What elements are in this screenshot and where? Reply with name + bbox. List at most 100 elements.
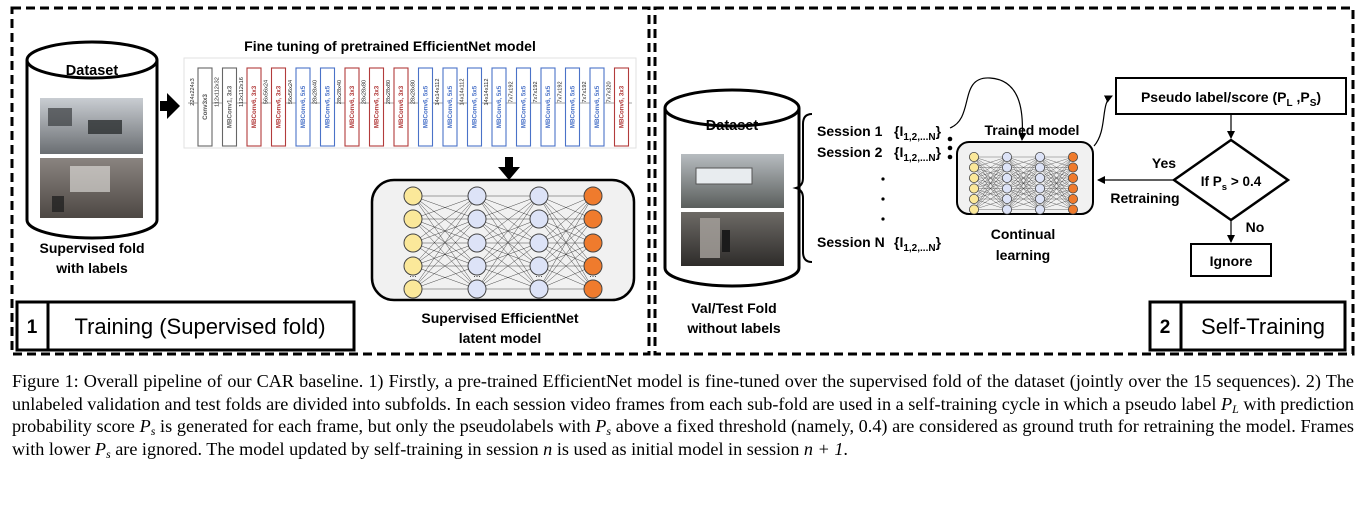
arrow-model-to-pseudo-label-icon xyxy=(1093,95,1113,147)
net-block-box xyxy=(589,67,605,147)
latent-network-node xyxy=(403,233,423,253)
net-block-dims: 28x28x80 xyxy=(362,80,368,104)
latent-network-node xyxy=(529,233,549,253)
caption-pl: PL xyxy=(1221,394,1239,416)
latent-network-edge xyxy=(538,195,594,290)
net-block-name: MBConv6, 5x5 xyxy=(300,85,307,128)
self-training-panel-border xyxy=(653,6,1355,356)
svg-text:{I1,2,...N}: {I1,2,...N} xyxy=(894,234,942,254)
network-edge xyxy=(1039,198,1074,210)
net-block-box xyxy=(564,67,581,147)
network-edge xyxy=(1039,167,1074,210)
network-node xyxy=(1002,172,1013,183)
latent-network-edge xyxy=(538,195,594,244)
caption-part-4: above a fixed threshold (namely, 0.4) ar… xyxy=(12,416,1355,459)
self-training-panel-title: Self-Training xyxy=(1201,314,1325,339)
self-training-dataset-label: Dataset xyxy=(706,118,759,134)
network-node xyxy=(969,172,980,183)
supervised-fold-label-line1: Supervised fold xyxy=(39,240,144,256)
condition-pre: If P xyxy=(1201,174,1222,189)
caption-n-var: n xyxy=(543,438,553,459)
ignore-label: Ignore xyxy=(1210,253,1253,269)
self-training-panel-label: 2 Self-Training xyxy=(1148,300,1347,352)
caption-part-7: . xyxy=(843,438,848,459)
net-block-name: MBConv6, 3x3 xyxy=(251,85,258,128)
latent-network-edge xyxy=(476,218,540,290)
training-dataset-cylinder: Dataset xyxy=(25,40,159,240)
caption-ps-sub-2: s xyxy=(606,424,612,439)
condition-post: > 0.4 xyxy=(1227,174,1262,189)
svg-text:Session N: Session N xyxy=(817,234,885,250)
net-block-name: MBConv6, 5x5 xyxy=(423,85,430,128)
arrow-dataset-to-network-icon xyxy=(160,93,180,119)
caption-ps-sub-3: s xyxy=(105,446,111,461)
session-2-label: Session 2 xyxy=(817,144,883,160)
session-1-label: Session 1 xyxy=(817,123,883,139)
network-node xyxy=(969,193,980,204)
caption-ps-3: Ps xyxy=(95,439,111,461)
supervised-latent-model: ............ xyxy=(370,178,636,302)
session-1-set-close: } xyxy=(936,123,942,139)
latent-network-node xyxy=(529,209,549,229)
latent-network-edge xyxy=(476,242,540,290)
net-block-dims: 28x28x40 xyxy=(337,80,343,104)
continual-model xyxy=(956,141,1094,215)
network-node xyxy=(1035,151,1046,162)
net-block-box xyxy=(246,67,262,147)
session-ellipsis-vertical-icon xyxy=(881,177,885,221)
caption-ps-base-1: P xyxy=(139,416,151,437)
network-node xyxy=(969,183,980,194)
network-node xyxy=(1002,151,1013,162)
network-node xyxy=(1035,162,1046,173)
network-edge xyxy=(973,198,1008,210)
caption-part-3: is generated for each frame, but only th… xyxy=(155,416,596,437)
network-edge xyxy=(973,156,1008,168)
network-node xyxy=(1002,162,1013,173)
net-block-dims: 56x56x24 xyxy=(264,80,270,104)
latent-network-edge xyxy=(412,265,478,290)
net-block-8: 28x28x80 MBConv6, 3x3 xyxy=(362,67,385,147)
net-block-name: MBConv6, 3x3 xyxy=(276,85,283,128)
caption-pl-sub: L xyxy=(1232,401,1239,416)
net-block-dims: 28x28x80 xyxy=(386,80,392,104)
session-1-set-open: {I xyxy=(894,123,903,139)
latent-network-node xyxy=(467,256,487,276)
session-n: Session N {I1,2,...N} xyxy=(817,234,942,254)
latent-network-node xyxy=(467,186,487,206)
latent-network-edge xyxy=(476,195,540,267)
svg-text:{I1,2,...N}: {I1,2,...N} xyxy=(894,123,942,143)
val-test-fold-label-line2: without labels xyxy=(686,320,781,336)
latent-network-edge xyxy=(538,265,594,290)
svg-text:{I1,2,...N}: {I1,2,...N} xyxy=(894,144,942,164)
latent-network-node xyxy=(403,256,423,276)
net-block-name: MBConv6, 5x5 xyxy=(472,85,479,128)
caption-ps-1: Ps xyxy=(139,416,156,437)
latent-network-node xyxy=(529,279,549,299)
net-block-dims: 7x7x192 xyxy=(582,81,588,102)
session-2-set-sub: 1,2,...N xyxy=(903,153,935,164)
net-block-name: MBConv6, 3x3 xyxy=(349,85,356,128)
latent-model-network: ............ xyxy=(403,186,603,299)
net-block-name: MBConv6, 3x3 xyxy=(374,85,381,128)
network-node xyxy=(969,162,980,173)
network-edge xyxy=(1039,156,1074,210)
svg-text:Session 1: Session 1 xyxy=(817,123,883,139)
latent-network-node xyxy=(583,209,603,229)
net-block-dims: 7x7x192 xyxy=(533,81,539,102)
net-block-7: 28x28x40 MBConv6, 3x3 xyxy=(337,67,360,147)
net-block-name: MBConv6, 5x5 xyxy=(447,85,454,128)
training-panel-title: Training (Supervised fold) xyxy=(74,314,325,339)
training-panel-border xyxy=(10,6,651,356)
network-edge xyxy=(1039,156,1074,189)
network-node xyxy=(1068,162,1079,173)
arrow-session-to-model-icon xyxy=(949,77,1027,141)
latent-network-edge xyxy=(412,218,478,290)
network-node xyxy=(1002,204,1013,215)
